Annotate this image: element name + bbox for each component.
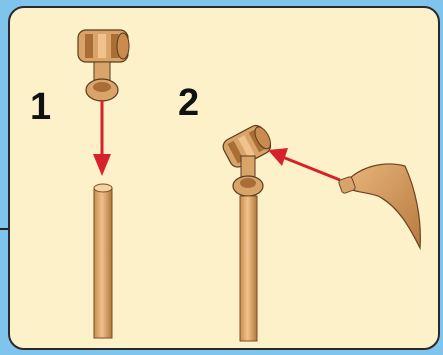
instruction-panel: 1 2	[8, 6, 440, 350]
assembled-connector-icon	[222, 124, 272, 197]
rod-part-icon	[93, 183, 113, 339]
arrow-left-icon	[268, 148, 341, 182]
arrow-down-icon	[93, 100, 111, 176]
rod-part-2-icon	[239, 195, 258, 342]
step-1-group	[77, 29, 130, 339]
background-divider	[0, 228, 10, 230]
step-1-number: 1	[30, 86, 52, 128]
horn-part-icon	[338, 163, 421, 251]
step-2-number: 2	[178, 82, 200, 124]
step-2-group	[222, 124, 421, 342]
instruction-illustration	[77, 29, 421, 342]
connector-part-icon	[77, 29, 130, 102]
